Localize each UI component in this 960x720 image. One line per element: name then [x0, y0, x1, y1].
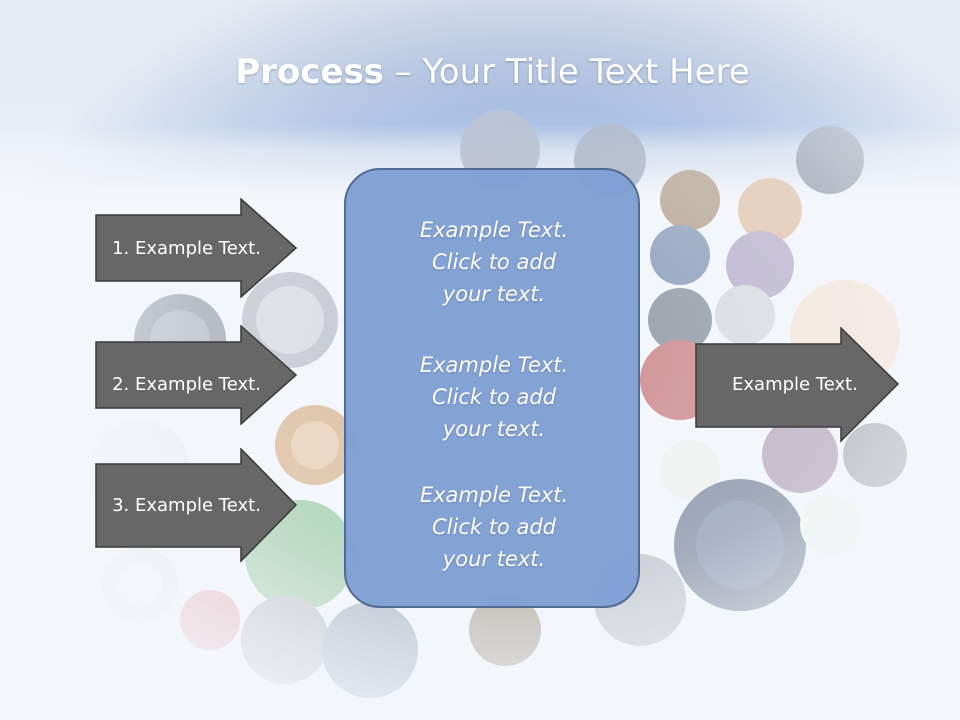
arrow-label: 3. Example Text.: [112, 495, 261, 516]
paragraph-line: Example Text.: [419, 353, 569, 377]
paragraph-line: Click to add: [431, 250, 556, 274]
result-arrow[interactable]: Example Text.: [695, 327, 899, 443]
title-rest-part: – Your Title Text Here: [383, 52, 750, 92]
title-bold-part: Process: [235, 52, 384, 92]
process-step-arrow-1[interactable]: 1. Example Text.: [95, 198, 297, 298]
right-arrow-shape: [695, 327, 899, 443]
center-text-box[interactable]: Example Text. Click to add your text. Ex…: [344, 168, 640, 608]
center-paragraph-3: Example Text. Click to add your text.: [346, 479, 642, 575]
arrow-label: Example Text.: [732, 373, 858, 395]
center-paragraph-1: Example Text. Click to add your text.: [346, 214, 642, 310]
right-arrow-shape: [95, 198, 297, 298]
arrow-label: 2. Example Text.: [112, 373, 261, 395]
slide-title: Process – Your Title Text Here: [0, 52, 960, 92]
center-paragraph-2: Example Text. Click to add your text.: [346, 349, 642, 445]
right-arrow-shape: [95, 325, 297, 425]
paragraph-line: Example Text.: [419, 218, 569, 242]
paragraph-line: your text.: [442, 282, 546, 306]
paragraph-line: your text.: [442, 547, 546, 571]
paragraph-line: Example Text.: [419, 483, 569, 507]
right-arrow-shape: [95, 448, 297, 563]
paragraph-line: your text.: [442, 417, 546, 441]
process-step-arrow-3[interactable]: 3. Example Text.: [95, 448, 297, 563]
arrow-label: 1. Example Text.: [112, 237, 261, 259]
process-step-arrow-2[interactable]: 2. Example Text.: [95, 325, 297, 425]
paragraph-line: Click to add: [431, 385, 556, 409]
paragraph-line: Click to add: [431, 515, 556, 539]
